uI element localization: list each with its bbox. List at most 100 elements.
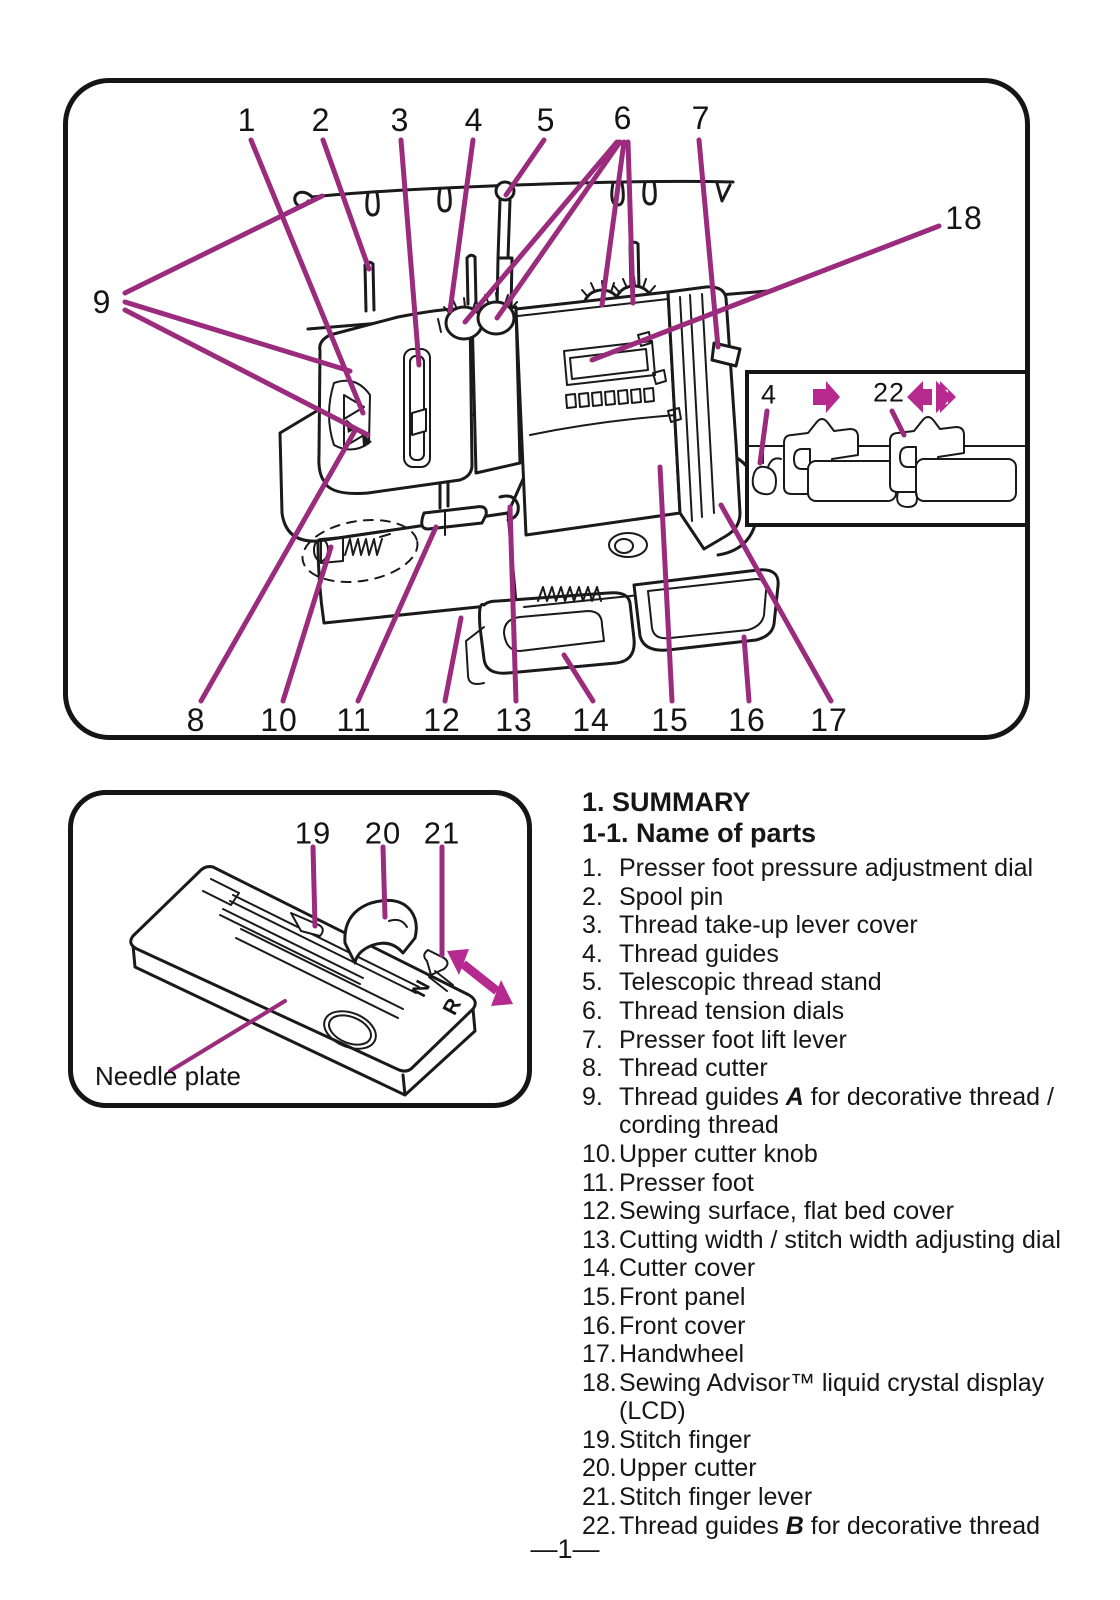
callout-10: 10	[260, 702, 298, 738]
parts-list-item: 1. Presser foot pressure adjustment dial	[582, 854, 1102, 883]
arrow-left-icon	[907, 381, 932, 413]
callout-8: 8	[186, 702, 206, 738]
summary-section: 1. SUMMARY 1-1. Name of parts 1. Presser …	[582, 786, 1102, 1540]
callout-15: 15	[651, 702, 689, 738]
extension-tray	[632, 568, 780, 652]
panel-buttons	[565, 387, 655, 409]
spool-pin	[465, 253, 478, 306]
parts-list-item: 16.Front cover	[582, 1312, 1102, 1341]
main-diagram-panel: 1 2 3 4 5 6 7 9 18 8 10 11 12 13 14 15 1…	[63, 78, 1030, 740]
parts-list-item: 7.Presser foot lift lever	[582, 1026, 1102, 1055]
machine-illustration	[278, 179, 780, 685]
needle-plate-label: Needle plate	[95, 1061, 241, 1091]
front-panel	[514, 290, 682, 537]
arrow-double-icon	[447, 949, 513, 1006]
callout-5: 5	[536, 102, 556, 138]
inset-callout-22: 22	[872, 377, 906, 408]
callout-11: 11	[336, 702, 372, 738]
item-text: Stitch finger	[619, 1425, 752, 1454]
item-text: Sewing Advisor™ liquid crystal display	[619, 1368, 1045, 1397]
item-number: 2.	[582, 882, 603, 911]
parts-list-item: 5. Telescopic thread stand	[582, 968, 1102, 997]
item-number: 22.	[582, 1511, 617, 1540]
item-text: Thread cutter	[619, 1054, 768, 1083]
item-number: 16.	[582, 1311, 617, 1340]
parts-list-item: 12.Sewing surface, flat bed cover	[582, 1197, 1102, 1226]
parts-list-item: 13.Cutting width / stitch width adjustin…	[582, 1226, 1102, 1255]
item-text: Presser foot pressure adjustment dial	[619, 854, 1034, 882]
leader-lines	[122, 137, 942, 704]
thread-stand-pole	[495, 198, 514, 313]
parts-list-item: 9.Thread guides A for decorative thread …	[582, 1083, 1102, 1140]
item-number: 11.	[582, 1168, 615, 1197]
item-number: 18.	[582, 1368, 617, 1397]
item-number: 10.	[582, 1139, 617, 1168]
item-number: 21.	[582, 1483, 617, 1512]
parts-list-item: 18.Sewing Advisor™ liquid crystal displa…	[582, 1369, 1102, 1426]
parts-list-item: 3.Thread take-up lever cover	[582, 911, 1102, 940]
thread-guide-wire	[751, 465, 777, 496]
parts-list-item: 20.Upper cutter	[582, 1454, 1102, 1483]
item-text: Presser foot	[619, 1168, 754, 1197]
item-text: Cutting width / stitch width adjusting d…	[619, 1225, 1061, 1254]
item-text: Telescopic thread stand	[619, 968, 882, 997]
callout-16: 16	[728, 702, 766, 738]
lcd-display	[563, 340, 656, 386]
inset-callout-4: 4	[760, 379, 778, 410]
item-number: 14.	[582, 1254, 617, 1283]
arrow-right-icon	[813, 381, 840, 413]
section-title: 1. SUMMARY	[582, 787, 751, 817]
item-number: 9.	[582, 1082, 603, 1111]
callout-6: 6	[613, 100, 633, 136]
item-text: cording thread	[619, 1111, 779, 1140]
item-text: Thread guides	[619, 939, 779, 968]
callout-13: 13	[495, 702, 533, 738]
parts-list-item: 22.Thread guides B for decorative thread	[582, 1512, 1102, 1541]
callout-1: 1	[237, 102, 257, 138]
parts-list-item: 10.Upper cutter knob	[582, 1140, 1102, 1169]
item-number: 17.	[582, 1340, 617, 1369]
needle-plate	[129, 865, 477, 1073]
item-number: 6.	[582, 996, 603, 1025]
cutter-cover	[478, 591, 636, 675]
serger-illustration	[122, 137, 1025, 704]
callout-20: 20	[364, 815, 402, 851]
item-text: Front cover	[619, 1311, 746, 1340]
item-text: Spool pin	[619, 882, 724, 911]
item-number: 13.	[582, 1225, 617, 1254]
callout-19: 19	[294, 815, 332, 851]
thread-guides-inset	[745, 370, 1025, 527]
needle-plate-panel: N R 19 20 21 Needle plate	[68, 790, 532, 1108]
take-up-lever-cover	[317, 307, 474, 495]
item-number: 1.	[582, 854, 603, 882]
parts-list-item: 17.Handwheel	[582, 1340, 1102, 1369]
parts-list: 1.Presser foot pressure adjustment dial …	[582, 854, 1102, 1540]
item-text: Upper cutter knob	[619, 1139, 818, 1168]
stitch-finger-lever	[423, 949, 449, 976]
cutting-width-dial	[498, 494, 520, 522]
spring-coil	[537, 586, 602, 602]
item-text: Cutter cover	[619, 1254, 756, 1283]
arrow-right-icon	[940, 381, 956, 413]
item-text: Sewing surface, flat bed cover	[619, 1197, 954, 1226]
item-number: 4.	[582, 939, 603, 968]
needle-plate-illustration: N R	[129, 844, 513, 1097]
parts-list-item: 6.Thread tension dials	[582, 997, 1102, 1026]
parts-list-item: 11.Presser foot	[582, 1169, 1102, 1198]
item-text: Presser foot lift lever	[619, 1025, 847, 1054]
callout-12: 12	[423, 702, 461, 738]
callout-2: 2	[311, 102, 331, 138]
callout-21: 21	[423, 815, 461, 851]
parts-list-item: 2. Spool pin	[582, 883, 1102, 912]
section-subtitle: 1-1. Name of parts	[582, 818, 817, 848]
callout-4: 4	[464, 102, 484, 138]
stitch-finger	[290, 912, 324, 937]
item-number: 5.	[582, 968, 603, 997]
thread-guide-4	[783, 418, 859, 495]
callout-7: 7	[691, 100, 711, 136]
page-number: —1—	[530, 1534, 600, 1564]
item-text: (LCD)	[619, 1397, 686, 1426]
parts-list-item: 21.Stitch finger lever	[582, 1483, 1102, 1512]
parts-list-item: 19.Stitch finger	[582, 1426, 1102, 1455]
item-number: 8.	[582, 1054, 603, 1083]
